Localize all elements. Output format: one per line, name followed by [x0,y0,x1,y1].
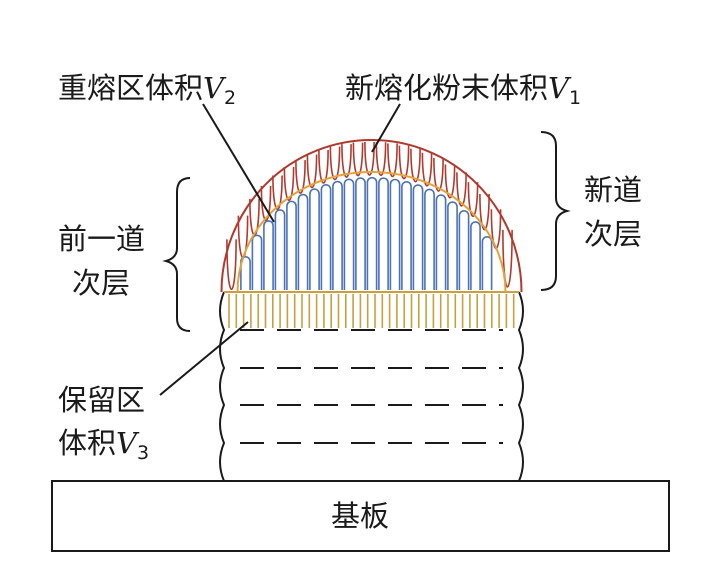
previous-layer-brace [162,177,191,332]
wall-left-side [219,291,226,482]
new-layer-dome [220,139,523,293]
new-powder-loop [456,172,467,207]
remelt-zone-loop [355,177,366,290]
remelt-zone-loop [447,201,458,290]
interlayer-dashes [240,329,503,444]
remelt-zone-loop [424,188,435,290]
remelt-zone-loop [470,221,481,290]
retained-zone-leader [159,321,249,396]
remelt-zone-label: 重熔区体积V2 [58,71,236,109]
remelt-zone-loop [251,234,263,290]
remelt-zone-loop [332,180,343,290]
new-powder-loop [375,142,387,177]
new-powder-loop [410,148,421,183]
previous-layer-label-line1: 前一道 [58,222,145,256]
retained-zone-label-line1: 保留区 [58,383,145,417]
new-powder-loop [421,152,433,187]
new-powder-loop [387,143,398,178]
remelt-zone-loop [389,178,401,290]
new-layer-brace [540,131,571,291]
new-powder-loop [283,167,295,202]
new-powder-loop [329,146,341,181]
new-powder-loop [341,144,352,178]
remelt-zone-loop [435,194,447,290]
new-layer-outline [220,139,523,293]
deposited-wall [219,291,524,482]
remelt-zone-loop [320,183,332,290]
remelt-zone-loop [297,193,309,290]
new-powder-loop [306,154,318,189]
melt-boundary-curve [236,171,507,293]
new-powder-loop [467,182,479,217]
remelt-zone-loop [378,177,389,290]
remelt-zone-loop [274,209,286,290]
retained-zone-label-line2: 体积V3 [58,426,149,464]
previous-layer-label-line2: 次层 [72,266,130,300]
new-powder-loop [433,158,444,192]
substrate-label: 基板 [331,499,389,533]
wall-right-side [517,291,524,482]
new-powder-loop [318,149,329,184]
remelt-zone-loop [286,200,297,290]
new-powder-loop [479,194,490,231]
new-powder-loop [295,160,306,194]
new-layer-label-line1: 新道 [584,173,642,207]
new-powder-loop [398,145,410,180]
remelt-zone-loop [309,188,320,290]
remelt-zone-loops [240,176,493,290]
remelt-zone-loop [481,236,493,290]
new-powder-loop [444,164,456,199]
new-powder-loop [226,239,237,291]
remelt-zone-leader [202,103,275,223]
new-powder-label: 新熔化粉末体积V1 [345,71,581,109]
substrate-block [51,480,670,552]
remelt-zone-loop [458,210,470,290]
previous-layer-hatching [224,291,519,328]
new-powder-loop [272,175,283,211]
new-powder-loop [502,229,513,288]
remelt-zone-loop [401,181,412,290]
remelt-zone-loop [412,184,424,290]
new-layer-label-line2: 次层 [584,217,642,251]
remelt-zone-loop [263,220,274,290]
new-powder-loop [260,185,272,222]
remelt-zone-loop [343,178,355,290]
remelt-zone-loop [366,176,378,290]
new-powder-loop [352,142,364,177]
new-powder-leader [371,103,401,153]
new-powder-loop [364,142,375,176]
